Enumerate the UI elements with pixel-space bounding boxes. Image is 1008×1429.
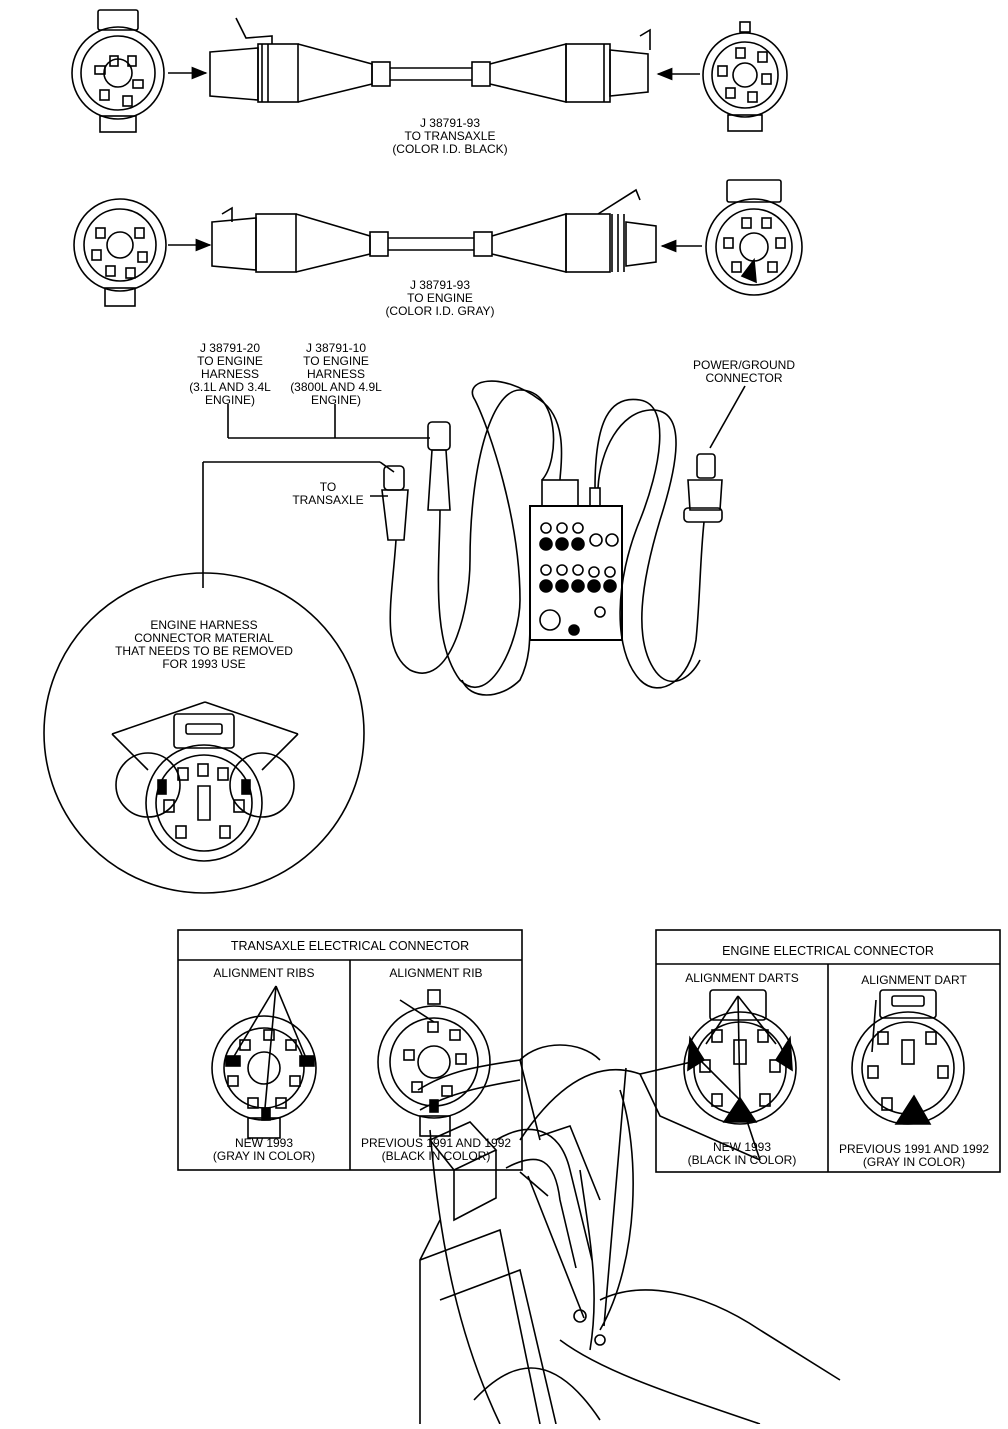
engine-adapter-cable xyxy=(73,179,803,307)
transaxle-connector-title: TRANSAXLE ELECTRICAL CONNECTOR xyxy=(230,939,470,953)
transaxle-previous-line1: PREVIOUS 1991 AND 1992 xyxy=(360,1136,512,1150)
detail-caption-line3: THAT NEEDS TO BE REMOVED xyxy=(115,644,293,658)
harness-10-line4: (3800L AND 4.9L xyxy=(290,380,382,394)
engine-adapter-line3: (COLOR I.D. GRAY) xyxy=(385,304,495,318)
to-transaxle-line1: TO xyxy=(319,480,337,494)
engine-new-feature: ALIGNMENT DARTS xyxy=(685,971,799,985)
transaxle-new-feature: ALIGNMENT RIBS xyxy=(213,966,315,980)
harness-20-line4: (3.1L AND 3.4L xyxy=(189,380,271,394)
harness-20-line5: ENGINE) xyxy=(204,393,255,407)
engine-adapter-line2: TO ENGINE xyxy=(407,291,473,305)
engine-new-line2: (BLACK IN COLOR) xyxy=(687,1153,797,1167)
harness-20-label: J 38791-20 TO ENGINE HARNESS (3.1L AND 3… xyxy=(170,342,290,407)
detail-circle xyxy=(43,572,365,894)
test-box-panel xyxy=(539,522,619,636)
engine-connector-title: ENGINE ELECTRICAL CONNECTOR xyxy=(722,944,934,958)
detail-caption: ENGINE HARNESS CONNECTOR MATERIAL THAT N… xyxy=(104,619,304,671)
harness-20-part: J 38791-20 xyxy=(199,341,261,355)
transaxle-previous-feature: ALIGNMENT RIB xyxy=(389,966,483,980)
harness-10-line3: HARNESS xyxy=(306,367,365,381)
engine-previous-feature: ALIGNMENT DART xyxy=(861,973,967,987)
engine-previous-line2: (GRAY IN COLOR) xyxy=(862,1155,966,1169)
transaxle-adapter-line2: TO TRANSAXLE xyxy=(404,129,496,143)
detail-caption-line2: CONNECTOR MATERIAL xyxy=(134,631,274,645)
engine-connector-box xyxy=(655,929,1001,1173)
harness-10-line2: TO ENGINE xyxy=(303,354,369,368)
harness-20-line2: TO ENGINE xyxy=(197,354,263,368)
engine-previous-line1: PREVIOUS 1991 AND 1992 xyxy=(838,1142,990,1156)
engine-new-caption: NEW 1993 (BLACK IN COLOR) xyxy=(660,1141,824,1167)
harness-10-label: J 38791-10 TO ENGINE HARNESS (3800L AND … xyxy=(276,342,396,407)
detail-caption-line4: FOR 1993 USE xyxy=(162,657,246,671)
transaxle-adapter-cable xyxy=(71,9,788,133)
harness-cables xyxy=(381,380,723,696)
transaxle-new-caption: NEW 1993 (GRAY IN COLOR) xyxy=(184,1137,344,1163)
engine-previous-caption: PREVIOUS 1991 AND 1992 (GRAY IN COLOR) xyxy=(830,1143,998,1169)
engine-adapter-part: J 38791-93 xyxy=(409,278,471,292)
detail-caption-line1: ENGINE HARNESS xyxy=(150,618,258,632)
power-ground-line1: POWER/GROUND xyxy=(693,358,795,372)
engine-new-line1: NEW 1993 xyxy=(712,1140,772,1154)
transaxle-previous-line2: (BLACK IN COLOR) xyxy=(381,1149,491,1163)
transaxle-adapter-line3: (COLOR I.D. BLACK) xyxy=(392,142,508,156)
tester-leader-lines xyxy=(202,385,746,588)
power-ground-label: POWER/GROUND CONNECTOR xyxy=(684,359,804,385)
transaxle-connector-box xyxy=(177,929,523,1171)
engine-bay-sketch xyxy=(417,1044,841,1425)
to-transaxle-line2: TRANSAXLE xyxy=(292,493,364,507)
harness-20-line3: HARNESS xyxy=(200,367,259,381)
harness-10-part: J 38791-10 xyxy=(305,341,367,355)
engine-adapter-label: J 38791-93 TO ENGINE (COLOR I.D. GRAY) xyxy=(370,279,510,318)
power-ground-line2: CONNECTOR xyxy=(705,371,783,385)
transaxle-new-line1: NEW 1993 xyxy=(234,1136,294,1150)
to-transaxle-label: TO TRANSAXLE xyxy=(278,481,378,507)
transaxle-adapter-part: J 38791-93 xyxy=(419,116,481,130)
transaxle-adapter-label: J 38791-93 TO TRANSAXLE (COLOR I.D. BLAC… xyxy=(380,117,520,156)
harness-10-line5: ENGINE) xyxy=(310,393,361,407)
transaxle-new-line2: (GRAY IN COLOR) xyxy=(212,1149,316,1163)
transaxle-previous-caption: PREVIOUS 1991 AND 1992 (BLACK IN COLOR) xyxy=(352,1137,520,1163)
